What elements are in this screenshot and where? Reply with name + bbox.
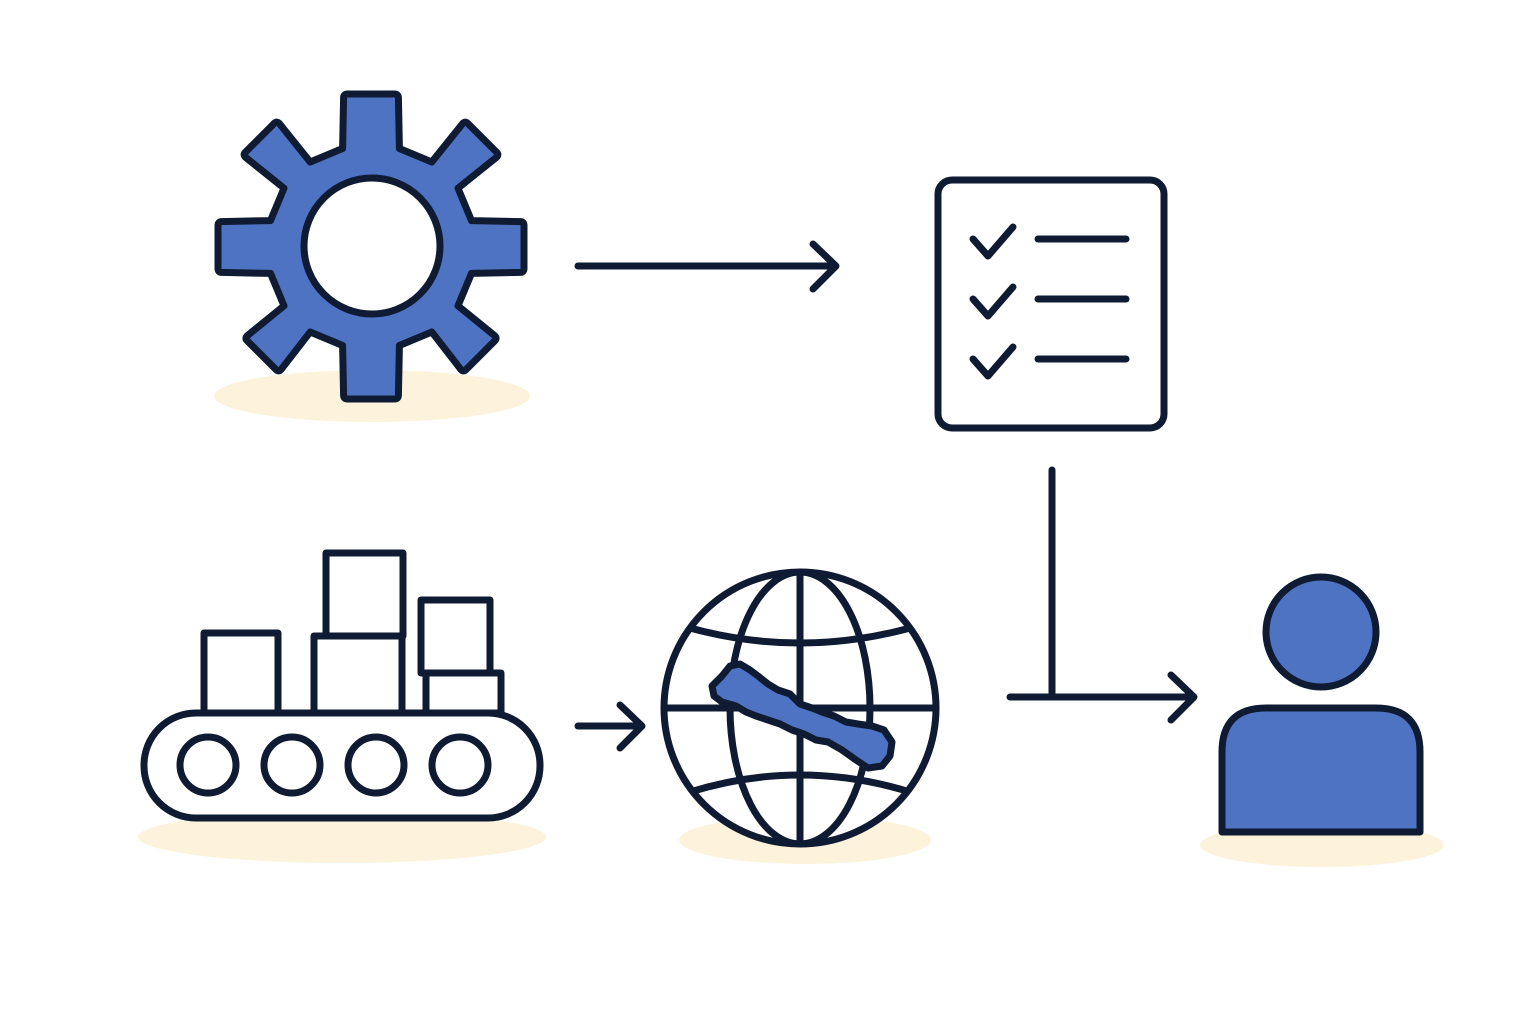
belt	[140, 709, 544, 822]
checklist-row	[969, 343, 1130, 380]
checkmark-icon	[969, 343, 1017, 380]
roller	[344, 733, 408, 797]
crate	[322, 549, 407, 640]
arrow-conveyor-to-globe	[574, 701, 646, 752]
roller	[428, 733, 492, 797]
user-icon	[1200, 573, 1444, 867]
user-body	[1218, 704, 1424, 836]
checklist-board	[934, 176, 1168, 432]
checklist-row	[969, 223, 1130, 260]
checkmark-icon	[969, 223, 1017, 260]
checklist-icon	[934, 176, 1168, 432]
checklist-row	[969, 283, 1130, 320]
roller	[260, 733, 324, 797]
crate	[422, 669, 505, 717]
gear-body	[214, 90, 528, 403]
arrow-gear-to-checklist	[574, 240, 840, 293]
checkmark-icon	[969, 283, 1017, 320]
globe-landmass	[708, 660, 896, 772]
crate	[417, 596, 494, 677]
crate	[200, 629, 282, 717]
arrow-checklist-to-user	[1006, 466, 1198, 724]
roller	[176, 733, 240, 797]
user-head	[1262, 573, 1380, 691]
conveyor-belt-icon	[138, 549, 546, 863]
gear-icon	[214, 90, 530, 422]
conveyor-shadow	[138, 811, 546, 863]
crate	[310, 632, 406, 717]
globe-icon	[660, 568, 940, 864]
